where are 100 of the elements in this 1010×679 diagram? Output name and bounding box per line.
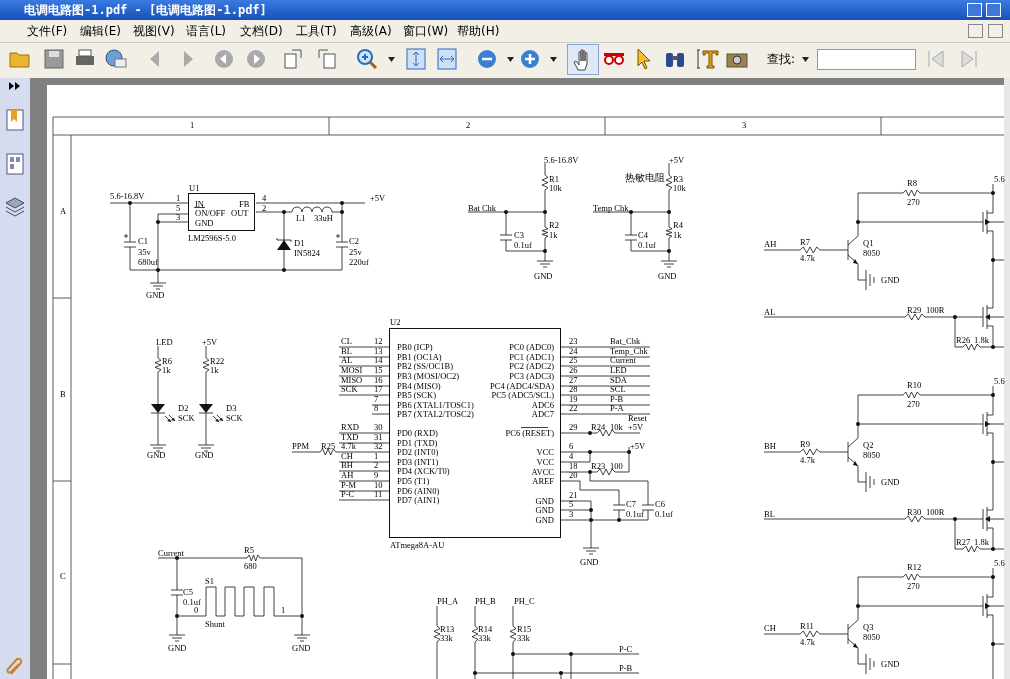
pin-number: 1 [374,452,379,461]
net-label: 5.6-16.8V [544,156,579,165]
pin-name: VCC [536,458,554,467]
pin-name: GND [195,219,214,228]
component-value: 0.1uf [655,510,673,519]
pin-name: PC3 (ADC3) [509,372,554,381]
component-label: R10 [907,381,922,390]
ground-label: GND [195,451,214,460]
component-value: 1k [162,366,171,375]
pin-name: PD4 (XCK/T0) [397,467,450,476]
menu-item: 帮助(H) [457,25,500,37]
component-label: R2 [549,221,559,230]
component-label: C6 [655,500,665,509]
component-value: 100R [926,306,945,315]
component-label: R25 [321,442,336,451]
net-label: SDA [610,376,627,385]
component-label: R26 [956,336,971,345]
pin-number: 8 [374,404,379,413]
pin-number: 0 [194,606,199,615]
pin-number: 9 [374,471,379,480]
component-value: 270 [907,198,920,207]
net-label: P-A [610,404,624,413]
component-label: C1 [138,237,148,246]
net-label: 5.6-16.8V [110,192,145,201]
pin-name: PD1 (TXD) [397,439,438,448]
component-value: 100R [926,508,945,517]
search-label: 查找: [767,53,796,65]
menu-item: 文档(D) [240,25,283,37]
pin-name: ON/OFF [195,209,226,218]
pin-name: VCC [536,448,554,457]
net-label: SCL [610,385,626,394]
net-label: SCK [341,385,358,394]
chip-designator: U2 [390,318,401,327]
pin-number: 27 [569,376,578,385]
net-label: P-B [619,664,633,673]
part-number: ATmega8A-AU [390,541,445,550]
component-value: 0.1uf [183,598,201,607]
net-label: +5V [628,423,644,432]
net-label: P-B [610,395,624,404]
component-value: 1.8k [974,336,989,345]
component-label: Q3 [863,623,874,632]
net-label: P-M [341,481,357,490]
pin-number: 1 [281,606,286,615]
pin-name: PC6 (RESET) [505,429,554,438]
ground-label: GND [146,291,165,300]
pin-number: 6 [569,442,574,451]
net-label: Reset [628,414,647,423]
component-label: R23 [591,462,606,471]
component-value: 25v [349,248,362,257]
net-label: CL [341,337,352,346]
pin-number: 25 [569,356,578,365]
net-label: BH [341,461,353,470]
component-value: 680uf [138,258,158,267]
menu-item: 视图(V) [133,25,175,37]
grid-column-number: 1 [190,121,195,130]
component-value: 100 [610,462,623,471]
pin-number: 24 [569,347,578,356]
component-label: R13 [440,625,455,634]
component-value: 1k [549,231,558,240]
menu-item: 窗口(W) [403,25,449,37]
component-label: R24 [591,423,606,432]
ground-label: GND [881,660,900,669]
pin-name: GND [535,506,554,515]
pin-number: 23 [569,337,578,346]
pin-name: PD6 (AIN0) [397,487,440,496]
component-label: C4 [638,231,648,240]
pin-number: 19 [569,395,578,404]
pin-name: PC5 (ADC5/SCL) [491,391,554,400]
net-label: MOSI [341,366,363,375]
ground-label: GND [881,276,900,285]
component-label: R14 [478,625,493,634]
component-value: 4.7k [800,456,815,465]
pin-name: FB [239,200,250,209]
pin-number: 4 [569,452,574,461]
net-label: Bat Chk [468,204,497,213]
pin-name: ADC6 [531,401,554,410]
component-value: 8050 [863,451,880,460]
pin-number: 26 [569,366,578,375]
grid-column-number: 3 [742,121,747,130]
component-value: 10k [673,184,686,193]
pin-number: 2 [374,461,379,470]
pin-name: PD5 (T1) [397,477,430,486]
net-label: CH [764,624,776,633]
pin-name: PB5 (SCK) [397,391,436,400]
net-label: PH_C [514,597,535,606]
menu-item: 语言(L) [186,25,227,37]
component-value: 220uf [349,258,369,267]
menu-item: 编辑(E) [80,25,121,37]
component-label: R4 [673,221,683,230]
net-label: AL [341,356,353,365]
part-number: LM2596S-5.0 [188,234,236,243]
component-label: S1 [205,577,214,586]
component-value: 1k [673,231,682,240]
component-label: R8 [907,179,917,188]
component-value: 0.1uf [626,510,644,519]
component-value: 4.7k [800,638,815,647]
pin-number: 29 [569,423,578,432]
net-label: +5V [370,194,386,203]
menu-item: 高级(A) [350,25,392,37]
net-label: +5V [630,442,646,451]
